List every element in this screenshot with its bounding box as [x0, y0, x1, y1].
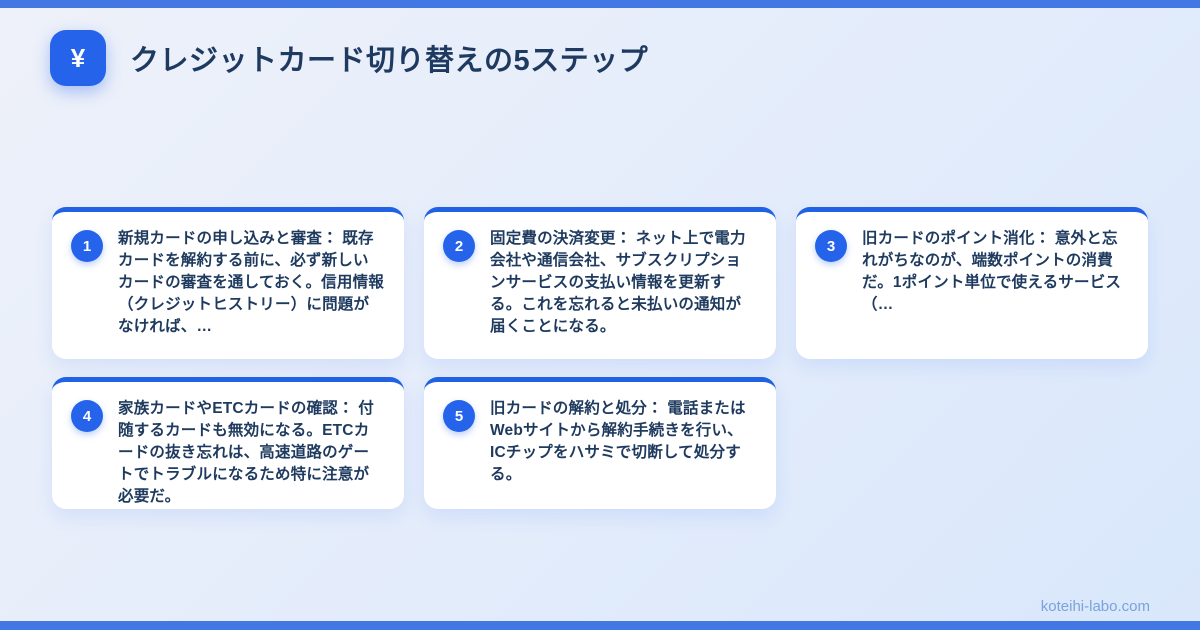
step-card-5: 5 旧カードの解約と処分： 電話またはWebサイトから解約手続きを行い、ICチッ…: [424, 377, 776, 509]
step-text: 旧カードの解約と処分： 電話またはWebサイトから解約手続きを行い、ICチップを…: [490, 400, 746, 483]
step-text: 旧カードのポイント消化： 意外と忘れがちなのが、端数ポイントの消費だ。1ポイント…: [862, 230, 1122, 313]
page-title: クレジットカード切り替えの5ステップ: [130, 45, 649, 77]
step-card-3: 3 旧カードのポイント消化： 意外と忘れがちなのが、端数ポイントの消費だ。1ポイ…: [796, 207, 1148, 359]
steps-grid: 1 新規カードの申し込みと審査： 既存カードを解約する前に、必ず新しいカードの審…: [52, 207, 1148, 509]
watermark: koteihi-labo.com: [1040, 598, 1150, 615]
step-number-badge: 5: [443, 400, 475, 432]
step-number-badge: 1: [71, 230, 103, 262]
step-text: 家族カードやETCカードの確認： 付随するカードも無効になる。ETCカードの抜き…: [118, 400, 374, 505]
top-accent-bar: [0, 0, 1200, 8]
bottom-accent-bar: [0, 621, 1200, 630]
step-card-2: 2 固定費の決済変更： ネット上で電力会社や通信会社、サブスクリプションサービス…: [424, 207, 776, 359]
yen-icon: ¥: [50, 30, 106, 86]
step-text: 新規カードの申し込みと審査： 既存カードを解約する前に、必ず新しいカードの審査を…: [118, 230, 384, 335]
step-number-badge: 4: [71, 400, 103, 432]
step-card-1: 1 新規カードの申し込みと審査： 既存カードを解約する前に、必ず新しいカードの審…: [52, 207, 404, 359]
step-text: 固定費の決済変更： ネット上で電力会社や通信会社、サブスクリプションサービスの支…: [490, 230, 746, 335]
step-number-badge: 3: [815, 230, 847, 262]
header: ¥ クレジットカード切り替えの5ステップ: [50, 30, 648, 86]
step-number-badge: 2: [443, 230, 475, 262]
step-card-4: 4 家族カードやETCカードの確認： 付随するカードも無効になる。ETCカードの…: [52, 377, 404, 509]
yen-icon-glyph: ¥: [70, 42, 86, 73]
